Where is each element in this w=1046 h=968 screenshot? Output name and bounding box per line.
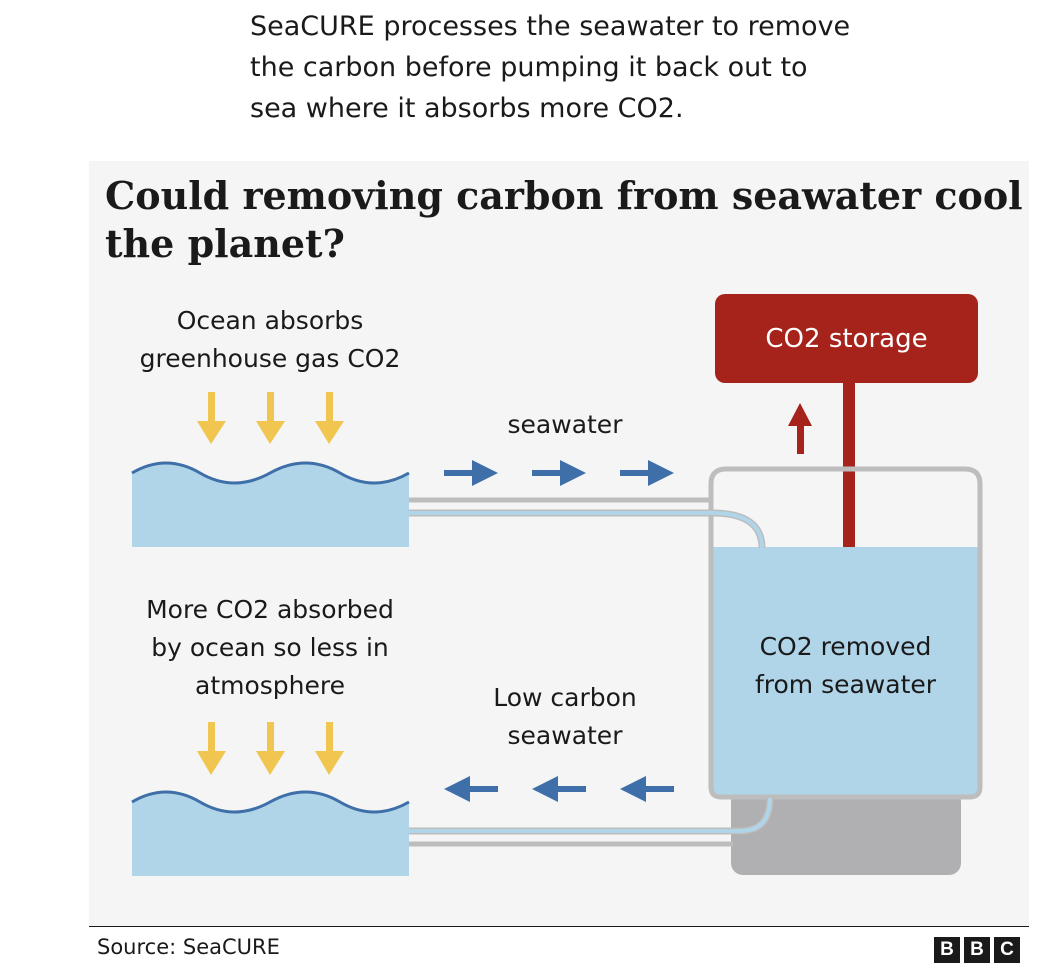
label-line: More CO2 absorbed — [146, 595, 394, 624]
blue-left-arrow-icon — [444, 776, 674, 802]
label-line: seawater — [507, 721, 623, 750]
tank-base — [731, 790, 961, 875]
processing-tank — [708, 466, 983, 800]
yellow-down-arrow-icon — [197, 392, 344, 444]
label-line: Low carbon — [493, 683, 637, 712]
infographic-title: Could removing carbon from seawater cool… — [105, 172, 1023, 268]
intro-caption: SeaCURE processes the seawater to remove… — [250, 6, 930, 129]
ocean-top — [131, 461, 410, 547]
label-line: CO2 removed — [759, 632, 932, 661]
title-line: Could removing carbon from seawater cool — [105, 173, 1023, 218]
label-more-co2: More CO2 absorbed by ocean so less in at… — [110, 591, 430, 705]
label-line: Ocean absorbs — [176, 306, 364, 335]
co2-storage-label: CO2 storage — [765, 323, 928, 354]
bbc-logo-letter: B — [964, 937, 990, 963]
outflow-pipe — [409, 797, 774, 847]
bbc-logo-letter: C — [994, 937, 1020, 963]
label-ocean-absorbs: Ocean absorbs greenhouse gas CO2 — [110, 302, 430, 378]
co2-storage-box — [715, 294, 978, 383]
label-line: by ocean so less in — [151, 633, 389, 662]
label-line: greenhouse gas CO2 — [139, 344, 401, 373]
footer-divider — [89, 926, 1029, 927]
caption-line: SeaCURE processes the seawater to remove — [250, 11, 851, 42]
red-up-arrow-icon — [788, 403, 812, 454]
label-line: from seawater — [754, 670, 937, 699]
label-line: atmosphere — [195, 671, 345, 700]
bbc-logo-letter: B — [934, 937, 960, 963]
label-line: seawater — [507, 410, 623, 439]
label-seawater-in: seawater — [480, 406, 650, 444]
ocean-bottom — [131, 790, 410, 876]
label-low-carbon: Low carbon seawater — [470, 679, 660, 755]
source-credit: Source: SeaCURE — [97, 935, 280, 959]
blue-right-arrow-icon — [444, 460, 674, 486]
yellow-down-arrow-icon — [197, 722, 344, 775]
label-co2-removed: CO2 removed from seawater — [711, 628, 980, 704]
caption-line: sea where it absorbs more CO2. — [250, 93, 684, 124]
caption-line: the carbon before pumping it back out to — [250, 52, 808, 83]
intake-pipe — [409, 497, 766, 549]
tank-water — [711, 547, 980, 797]
title-line: the planet? — [105, 221, 345, 266]
